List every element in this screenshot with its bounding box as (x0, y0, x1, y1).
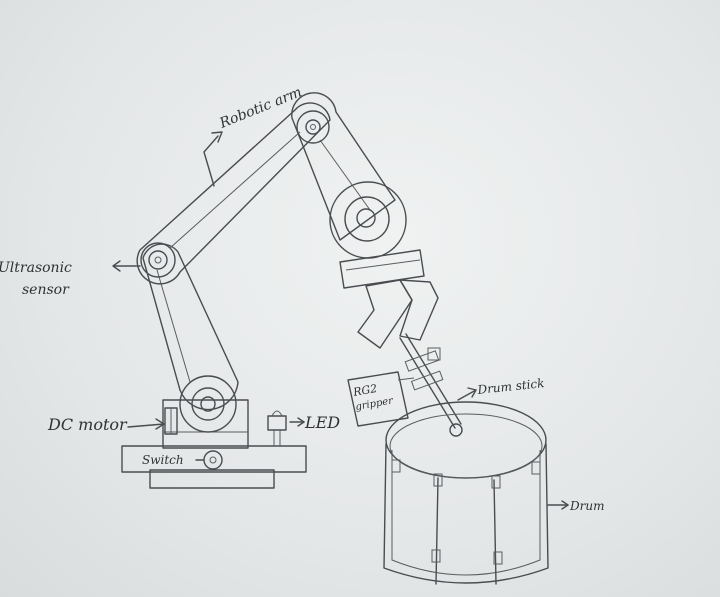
drum-stick-label: Drum stick (476, 376, 545, 397)
gripper-mount (340, 250, 424, 288)
switch-label: Switch (142, 453, 184, 467)
gripper-label-line1: RG2 (351, 382, 378, 399)
led-label: LED (304, 413, 340, 432)
dc-motor (165, 408, 177, 434)
ultrasonic-sensor-label-line1: Ultrasonic (0, 260, 72, 276)
robotic-arm-label: Robotic arm (217, 84, 305, 132)
dc-motor-label: DC motor (47, 415, 128, 434)
led-component (268, 411, 286, 446)
gripper-jaws (358, 280, 438, 348)
drum-label: Drum (569, 499, 604, 513)
forearm-link (292, 93, 395, 240)
switch-component (196, 451, 222, 469)
base-platform (122, 400, 306, 488)
gripper-label-line2: gripper (355, 395, 395, 413)
ultrasonic-sensor-label-line2: sensor (22, 282, 70, 298)
base-joint (180, 376, 236, 432)
drum (384, 402, 548, 584)
drum-stick (400, 334, 462, 436)
